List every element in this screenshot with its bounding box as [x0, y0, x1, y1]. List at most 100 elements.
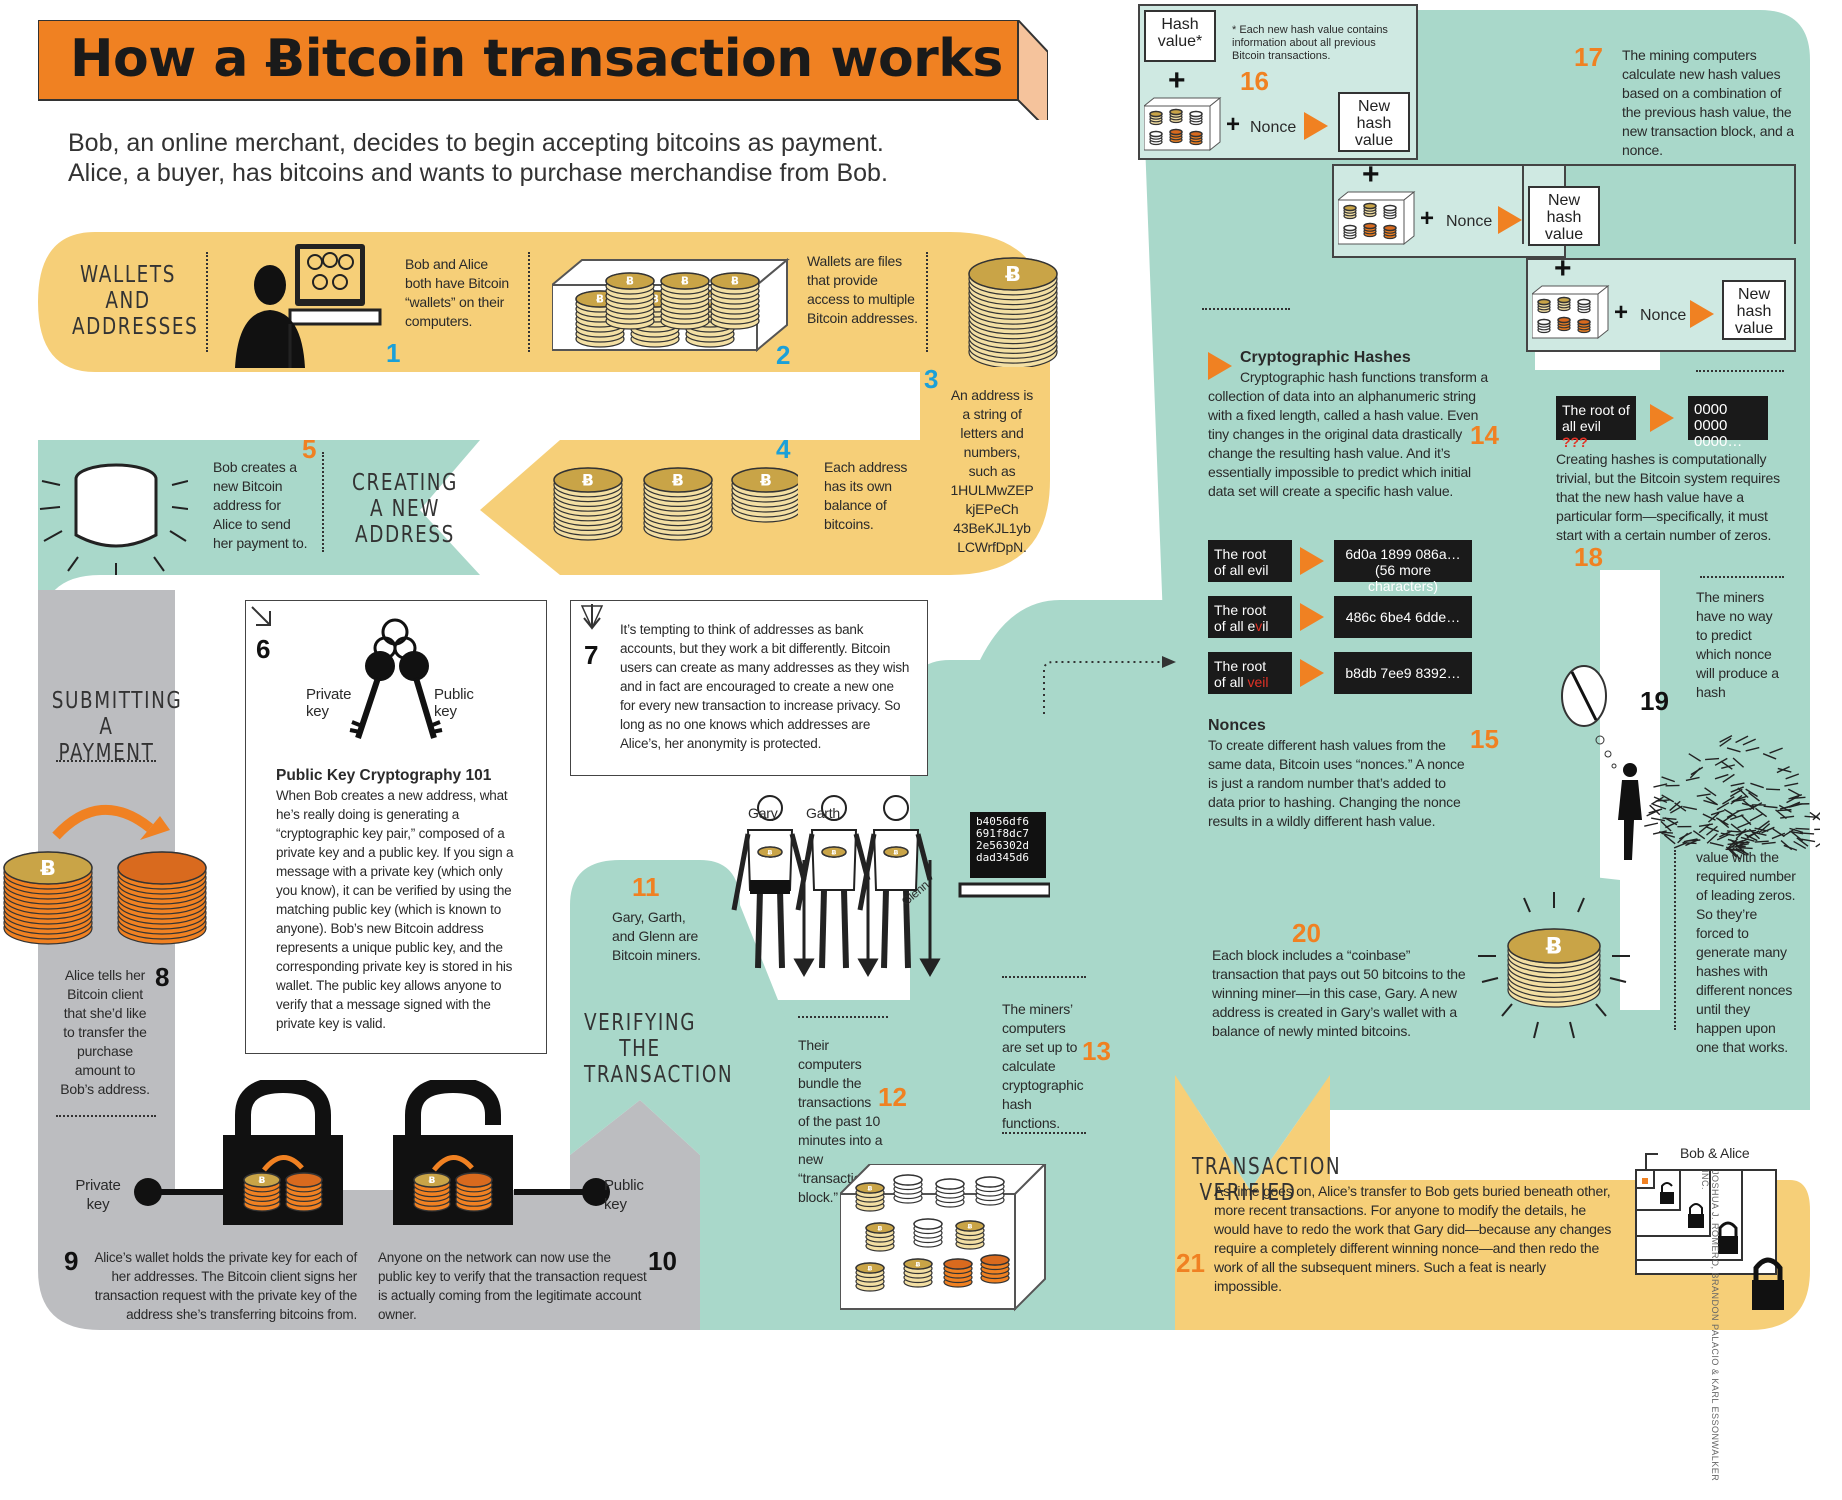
intro-line-2: Alice, a buyer, has bitcoins and wants t… [68, 158, 1008, 188]
step-6-number: 6 [256, 634, 270, 665]
nonce-label-3: Nonce [1640, 306, 1686, 325]
hash-input-box: The rootof all evil [1208, 540, 1292, 582]
step-1-text: Bob and Alice both have Bitcoin “wallets… [405, 255, 517, 331]
step-1-number: 1 [386, 338, 400, 369]
svg-text:Ƀ: Ƀ [894, 848, 899, 856]
nonce-label-1: Nonce [1250, 118, 1296, 137]
intro-line-1: Bob, an online merchant, decides to begi… [68, 128, 1008, 158]
step-17-text: The mining computers calculate new hash … [1622, 46, 1800, 160]
private-key-label: Private key [68, 1176, 128, 1214]
miner-name-gary: Gary [748, 804, 778, 823]
svg-text:Ƀ: Ƀ [40, 856, 56, 880]
step-13-text: The miners’ computers are set up to calc… [1002, 1000, 1088, 1133]
svg-text:Ƀ: Ƀ [429, 1176, 436, 1186]
step-5-text: Bob creates a new Bitcoin address for Al… [213, 458, 313, 553]
section-new-address: CREATING A NEW ADDRESS [345, 470, 465, 548]
svg-text:Ƀ: Ƀ [760, 471, 772, 489]
svg-text:Ƀ: Ƀ [916, 1260, 921, 1268]
hash-output-line-2: (56 more characters) [1340, 562, 1466, 594]
intro-text: Bob, an online merchant, decides to begi… [68, 128, 1008, 188]
section-submitting-line-1: SUBMITTING [52, 688, 162, 714]
new-coins-icon: Ƀ [1474, 886, 1634, 1046]
hash-value-box: Hash value* [1144, 10, 1216, 62]
down-arrow-icon [248, 603, 278, 631]
nonce-label-2: Nonce [1446, 212, 1492, 231]
step-16-note: * Each new hash value contains informati… [1232, 24, 1408, 63]
step-12-number: 12 [878, 1082, 907, 1113]
step-8-number: 8 [155, 962, 169, 993]
dotted-flow-arrow [1040, 656, 1180, 716]
step-17-number: 17 [1574, 42, 1603, 73]
root-of-evil-box: The root of all evil ??? [1556, 396, 1636, 440]
transaction-block-small-1 [1144, 96, 1224, 152]
section-new-address-line-1: CREATING [345, 470, 465, 496]
svg-text:Ƀ: Ƀ [731, 276, 739, 288]
hash-output-line-1: 486c 6be4 6dde… [1340, 609, 1466, 625]
hash-output-box: b8db 7ee9 8392… [1334, 652, 1472, 694]
wallet-box-illustration: ɃɃɃɃɃɃ [552, 255, 792, 355]
bob-alice-label: Bob & Alice [1680, 1144, 1749, 1163]
step-15-title: Nonces [1208, 716, 1266, 735]
section-submitting: SUBMITTING A PAYMENT [52, 688, 162, 766]
step-9-number: 9 [64, 1246, 78, 1277]
step-11-text: Gary, Garth, and Glenn are Bitcoin miner… [612, 908, 708, 965]
public-key-label: Public key [604, 1176, 654, 1214]
step-21-number: 21 [1176, 1248, 1205, 1279]
page-title: How a Ƀitcoin transaction works [70, 26, 1003, 92]
step-14-number: 14 [1470, 420, 1499, 451]
step-14-text: Cryptographic hash functions transform a… [1208, 368, 1488, 501]
section-submitting-line-2: A PAYMENT [52, 714, 162, 766]
key-pair-icon [330, 618, 460, 748]
step-10-number: 10 [648, 1246, 677, 1277]
bitcoin-stack-icon: Ƀ [958, 252, 1068, 367]
hash-input-line-2: of all evil [1214, 562, 1286, 578]
step-15-number: 15 [1470, 724, 1499, 755]
svg-text:Ƀ: Ƀ [878, 1224, 883, 1232]
step-4-number: 4 [776, 434, 790, 465]
step-15-text: To create different hash values from the… [1208, 736, 1474, 831]
coin-transfer-illustration: Ƀ [0, 788, 215, 958]
private-key-caption: Private key [306, 686, 356, 720]
section-wallets-line-3: ADDRESSES [72, 314, 184, 340]
hash-output-line-1: 6d0a 1899 086a… [1340, 546, 1466, 562]
step-3-number: 3 [924, 364, 938, 395]
new-hash-box-3: New hash value [1722, 280, 1786, 340]
needle-haystack-illustration [1550, 660, 1820, 860]
step-20-number: 20 [1292, 918, 1321, 949]
svg-text:Ƀ: Ƀ [832, 848, 837, 856]
section-verifying: VERIFYING THE TRANSACTION [584, 1010, 696, 1088]
hash-output-box: 486c 6be4 6dde… [1334, 596, 1472, 638]
hash-input-line-1: The root [1214, 602, 1286, 618]
zeros-hash-box: 0000 0000 0000… [1688, 396, 1768, 440]
step-14-title: Cryptographic Hashes [1240, 348, 1411, 367]
step-6-text: When Bob creates a new address, what he’… [276, 786, 524, 1033]
miner-name-garth: Garth [806, 804, 840, 823]
step-20-text: Each block includes a “coinbase” transac… [1212, 946, 1472, 1041]
step-9-text: Alice’s wallet holds the private key for… [82, 1248, 357, 1324]
step-3-text: An address is a string of letters and nu… [950, 386, 1034, 557]
section-verified-line-1: TRANSACTION [1192, 1154, 1304, 1180]
svg-text:Ƀ: Ƀ [582, 471, 594, 489]
step-11-number: 11 [632, 872, 660, 903]
svg-text:Ƀ: Ƀ [596, 294, 604, 306]
new-hash-box-2: New hash value [1528, 186, 1600, 246]
step-7-number: 7 [584, 640, 598, 671]
transaction-block-small-3 [1532, 284, 1612, 340]
step-10-text: Anyone on the network can now use the pu… [378, 1248, 648, 1324]
transaction-block-cube: ɃɃɃɃɃ [840, 1164, 1050, 1314]
miner-screen-text: b4056df6 691f8dc7 2e56302d dad345d6 [976, 816, 1046, 864]
svg-text:Ƀ: Ƀ [1005, 262, 1021, 286]
section-wallets-line-1: WALLETS [72, 262, 184, 288]
step-18-text: Creating hashes is computationally trivi… [1556, 450, 1786, 545]
step-8-text: Alice tells her Bitcoin client that she’… [60, 966, 150, 1099]
public-key-caption: Public key [434, 686, 484, 720]
public-key-icon [514, 1172, 614, 1212]
section-verifying-line-3: TRANSACTION [584, 1062, 696, 1088]
hash-input-box: The rootof all evil [1208, 596, 1292, 638]
step-16-number: 16 [1240, 66, 1269, 97]
question-marks: ??? [1562, 434, 1588, 450]
section-verifying-line-1: VERIFYING [584, 1010, 696, 1036]
locked-padlock-icon: Ƀ [218, 1080, 348, 1230]
step-7-text: It’s tempting to think of addresses as b… [620, 620, 910, 753]
credit-line: JOSHUA J. ROMERO, BRANDON PALACIO & KARL… [1700, 1170, 1720, 1500]
